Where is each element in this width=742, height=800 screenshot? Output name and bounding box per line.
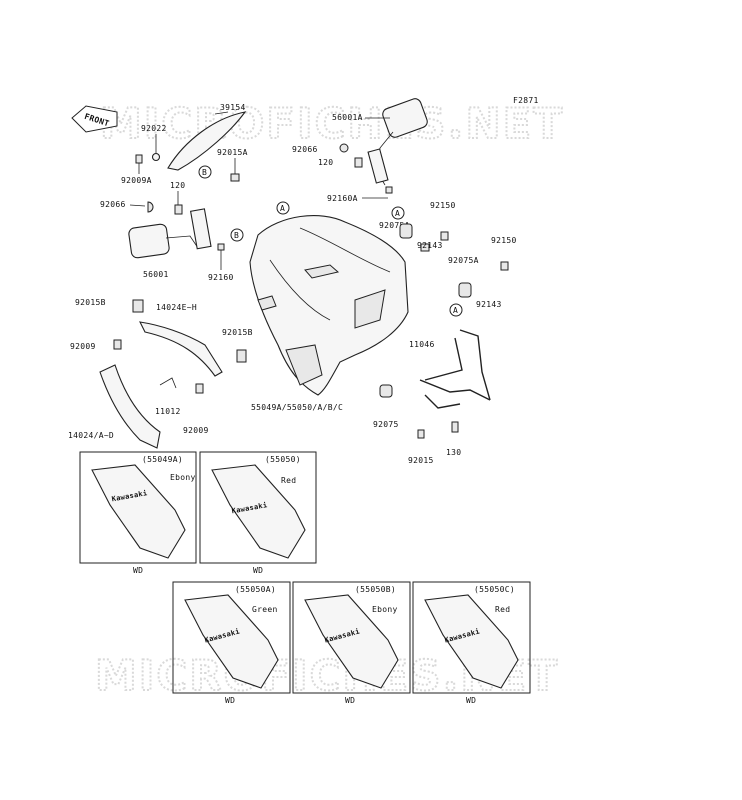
callout-A-2-text: A xyxy=(280,204,285,213)
spacer-icon xyxy=(385,186,393,194)
label-92066b: 92066 xyxy=(292,145,318,154)
label-92015A: 92015A xyxy=(217,148,248,157)
variant-color: Green xyxy=(252,605,278,614)
label-92075A-a: 92075A xyxy=(379,221,410,230)
bolt-icon xyxy=(440,231,449,241)
variant-note: WD xyxy=(466,696,476,705)
label-92150b: 92150 xyxy=(491,236,517,245)
callout-B-2-text: B xyxy=(234,231,239,240)
bolt-icon xyxy=(174,204,183,215)
variant-note: WD xyxy=(133,566,143,575)
front-arrow-icon: FRONT xyxy=(71,105,118,133)
variant-box-3: (55050A) Green Kawasaki WD xyxy=(172,581,291,705)
callout-A-1 xyxy=(391,206,405,220)
label-120a: 120 xyxy=(170,181,185,190)
bolt-icon xyxy=(417,429,425,439)
windshield-part xyxy=(167,111,247,171)
bolt-icon xyxy=(500,261,509,271)
screw-icon xyxy=(195,383,204,394)
label-11012: 11012 xyxy=(155,407,181,416)
grommet-icon xyxy=(339,143,349,153)
nut-icon xyxy=(230,173,240,182)
label-92015B-a: 92015B xyxy=(75,298,106,307)
label-92015B-b: 92015B xyxy=(222,328,253,337)
label-14024: 14024/A~D xyxy=(68,431,114,440)
variant-code: (55050A) xyxy=(235,585,276,594)
washer-icon xyxy=(151,152,161,162)
label-92075A-b: 92075A xyxy=(448,256,479,265)
label-55049: 55049A/55050/A/B/C xyxy=(251,403,343,412)
spacer-icon xyxy=(217,243,225,251)
variant-code: (55050B) xyxy=(355,585,396,594)
label-39154: 39154 xyxy=(220,103,246,112)
label-130: 130 xyxy=(446,448,461,457)
figure-id: F2871 xyxy=(513,96,539,105)
upper-cowl-part xyxy=(249,215,409,396)
label-92143b: 92143 xyxy=(476,300,502,309)
right-mirror-part xyxy=(367,98,428,186)
callout-A-1-text: A xyxy=(395,209,400,218)
screw-icon xyxy=(135,154,143,164)
watermark-top: MICROFICHES.NET xyxy=(100,99,564,148)
callout-B-1-text: B xyxy=(202,168,207,177)
label-92160: 92160 xyxy=(208,273,234,282)
callout-B-1 xyxy=(198,165,212,179)
variant-note: WD xyxy=(225,696,235,705)
variant-color: Ebony xyxy=(372,605,398,614)
label-92022: 92022 xyxy=(141,124,167,133)
bracket-11012-icon xyxy=(159,377,177,389)
variant-color: Red xyxy=(281,476,296,485)
bolt-icon xyxy=(354,157,363,168)
callout-A-3-text: A xyxy=(453,306,458,315)
grommet-icon xyxy=(147,201,154,213)
variant-color: Red xyxy=(495,605,510,614)
label-92009b: 92009 xyxy=(183,426,209,435)
label-11046: 11046 xyxy=(409,340,435,349)
left-mirror-part xyxy=(128,208,212,259)
variant-note: WD xyxy=(253,566,263,575)
callout-A-3 xyxy=(449,303,463,317)
callout-B-2 xyxy=(230,228,244,242)
label-92009a: 92009 xyxy=(70,342,96,351)
grommet-icon xyxy=(379,384,393,398)
bolt-icon xyxy=(451,421,459,433)
bracket-stay-part xyxy=(419,329,491,409)
grommet-92143a xyxy=(399,223,413,239)
variant-note: WD xyxy=(345,696,355,705)
label-56001: 56001 xyxy=(143,270,169,279)
spacer-icon xyxy=(420,243,430,252)
variant-box-1: (55049A) Ebony Kawasaki WD xyxy=(79,451,197,575)
variant-code: (55050C) xyxy=(474,585,515,594)
clip-icon xyxy=(236,349,247,363)
label-92075: 92075 xyxy=(373,420,399,429)
variant-code: (55049A) xyxy=(142,455,183,464)
variant-code: (55050) xyxy=(265,455,301,464)
label-92143a: 92143 xyxy=(417,241,443,250)
label-120b: 120 xyxy=(318,158,333,167)
variant-box-4: (55050B) Ebony Kawasaki WD xyxy=(292,581,411,705)
inner-cover-lower-part xyxy=(99,364,161,449)
variant-color: Ebony xyxy=(170,473,196,482)
grommet-92143b xyxy=(458,282,472,298)
clip-icon xyxy=(132,299,144,313)
screw-icon xyxy=(113,339,122,350)
variant-box-5: (55050C) Red Kawasaki WD xyxy=(412,581,531,705)
variant-box-2: (55050) Red Kawasaki WD xyxy=(199,451,317,575)
callout-A-2 xyxy=(276,201,290,215)
label-92150a: 92150 xyxy=(430,201,456,210)
label-56001A: 56001A xyxy=(332,113,363,122)
label-92009A: 92009A xyxy=(121,176,152,185)
label-14024E: 14024E~H xyxy=(156,303,197,312)
label-92066a: 92066 xyxy=(100,200,126,209)
inner-cover-upper-part xyxy=(139,321,223,377)
label-92160A: 92160A xyxy=(327,194,358,203)
label-92015: 92015 xyxy=(408,456,434,465)
